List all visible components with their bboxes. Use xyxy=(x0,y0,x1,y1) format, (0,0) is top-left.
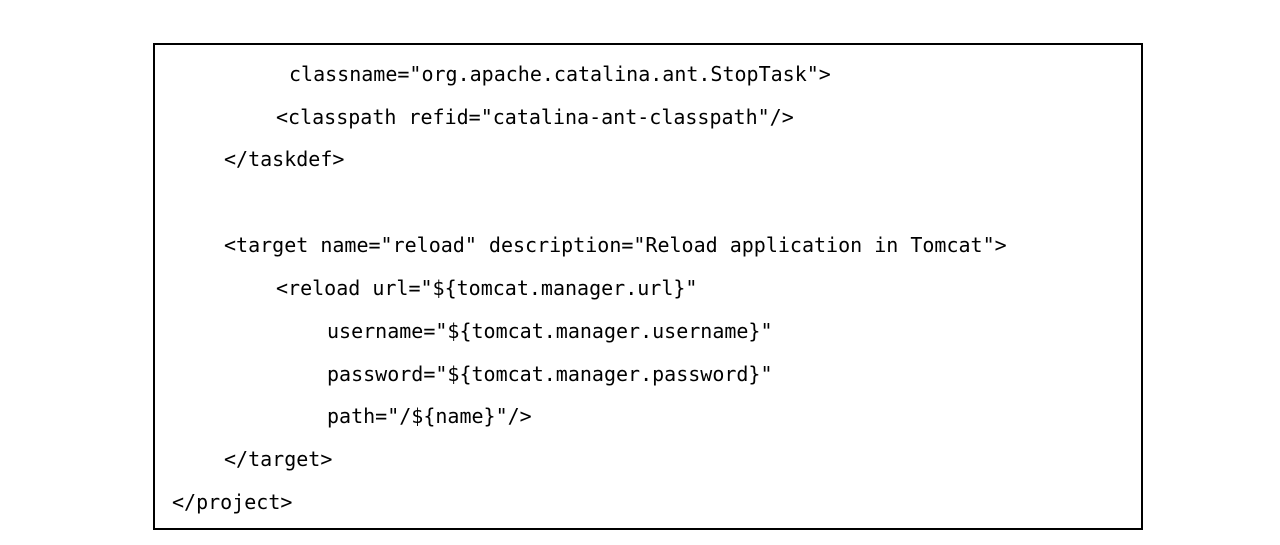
code-line-project-close: </project> xyxy=(172,490,293,514)
code-line-path: path="/${name}"/> xyxy=(327,404,532,428)
code-line-reload-url: <reload url="${tomcat.manager.url}" xyxy=(276,276,698,300)
code-line-username: username="${tomcat.manager.username}" xyxy=(327,319,773,343)
code-line-target-close: </target> xyxy=(224,447,333,471)
code-line-target-open: <target name="reload" description="Reloa… xyxy=(224,233,1007,257)
code-line-password: password="${tomcat.manager.password}" xyxy=(327,362,773,386)
code-listing: classname="org.apache.catalina.ant.StopT… xyxy=(153,43,1143,530)
code-line-taskdef-close: </taskdef> xyxy=(224,147,345,171)
code-line-classname: classname="org.apache.catalina.ant.StopT… xyxy=(289,62,831,86)
code-line-classpath: <classpath refid="catalina-ant-classpath… xyxy=(276,105,794,129)
